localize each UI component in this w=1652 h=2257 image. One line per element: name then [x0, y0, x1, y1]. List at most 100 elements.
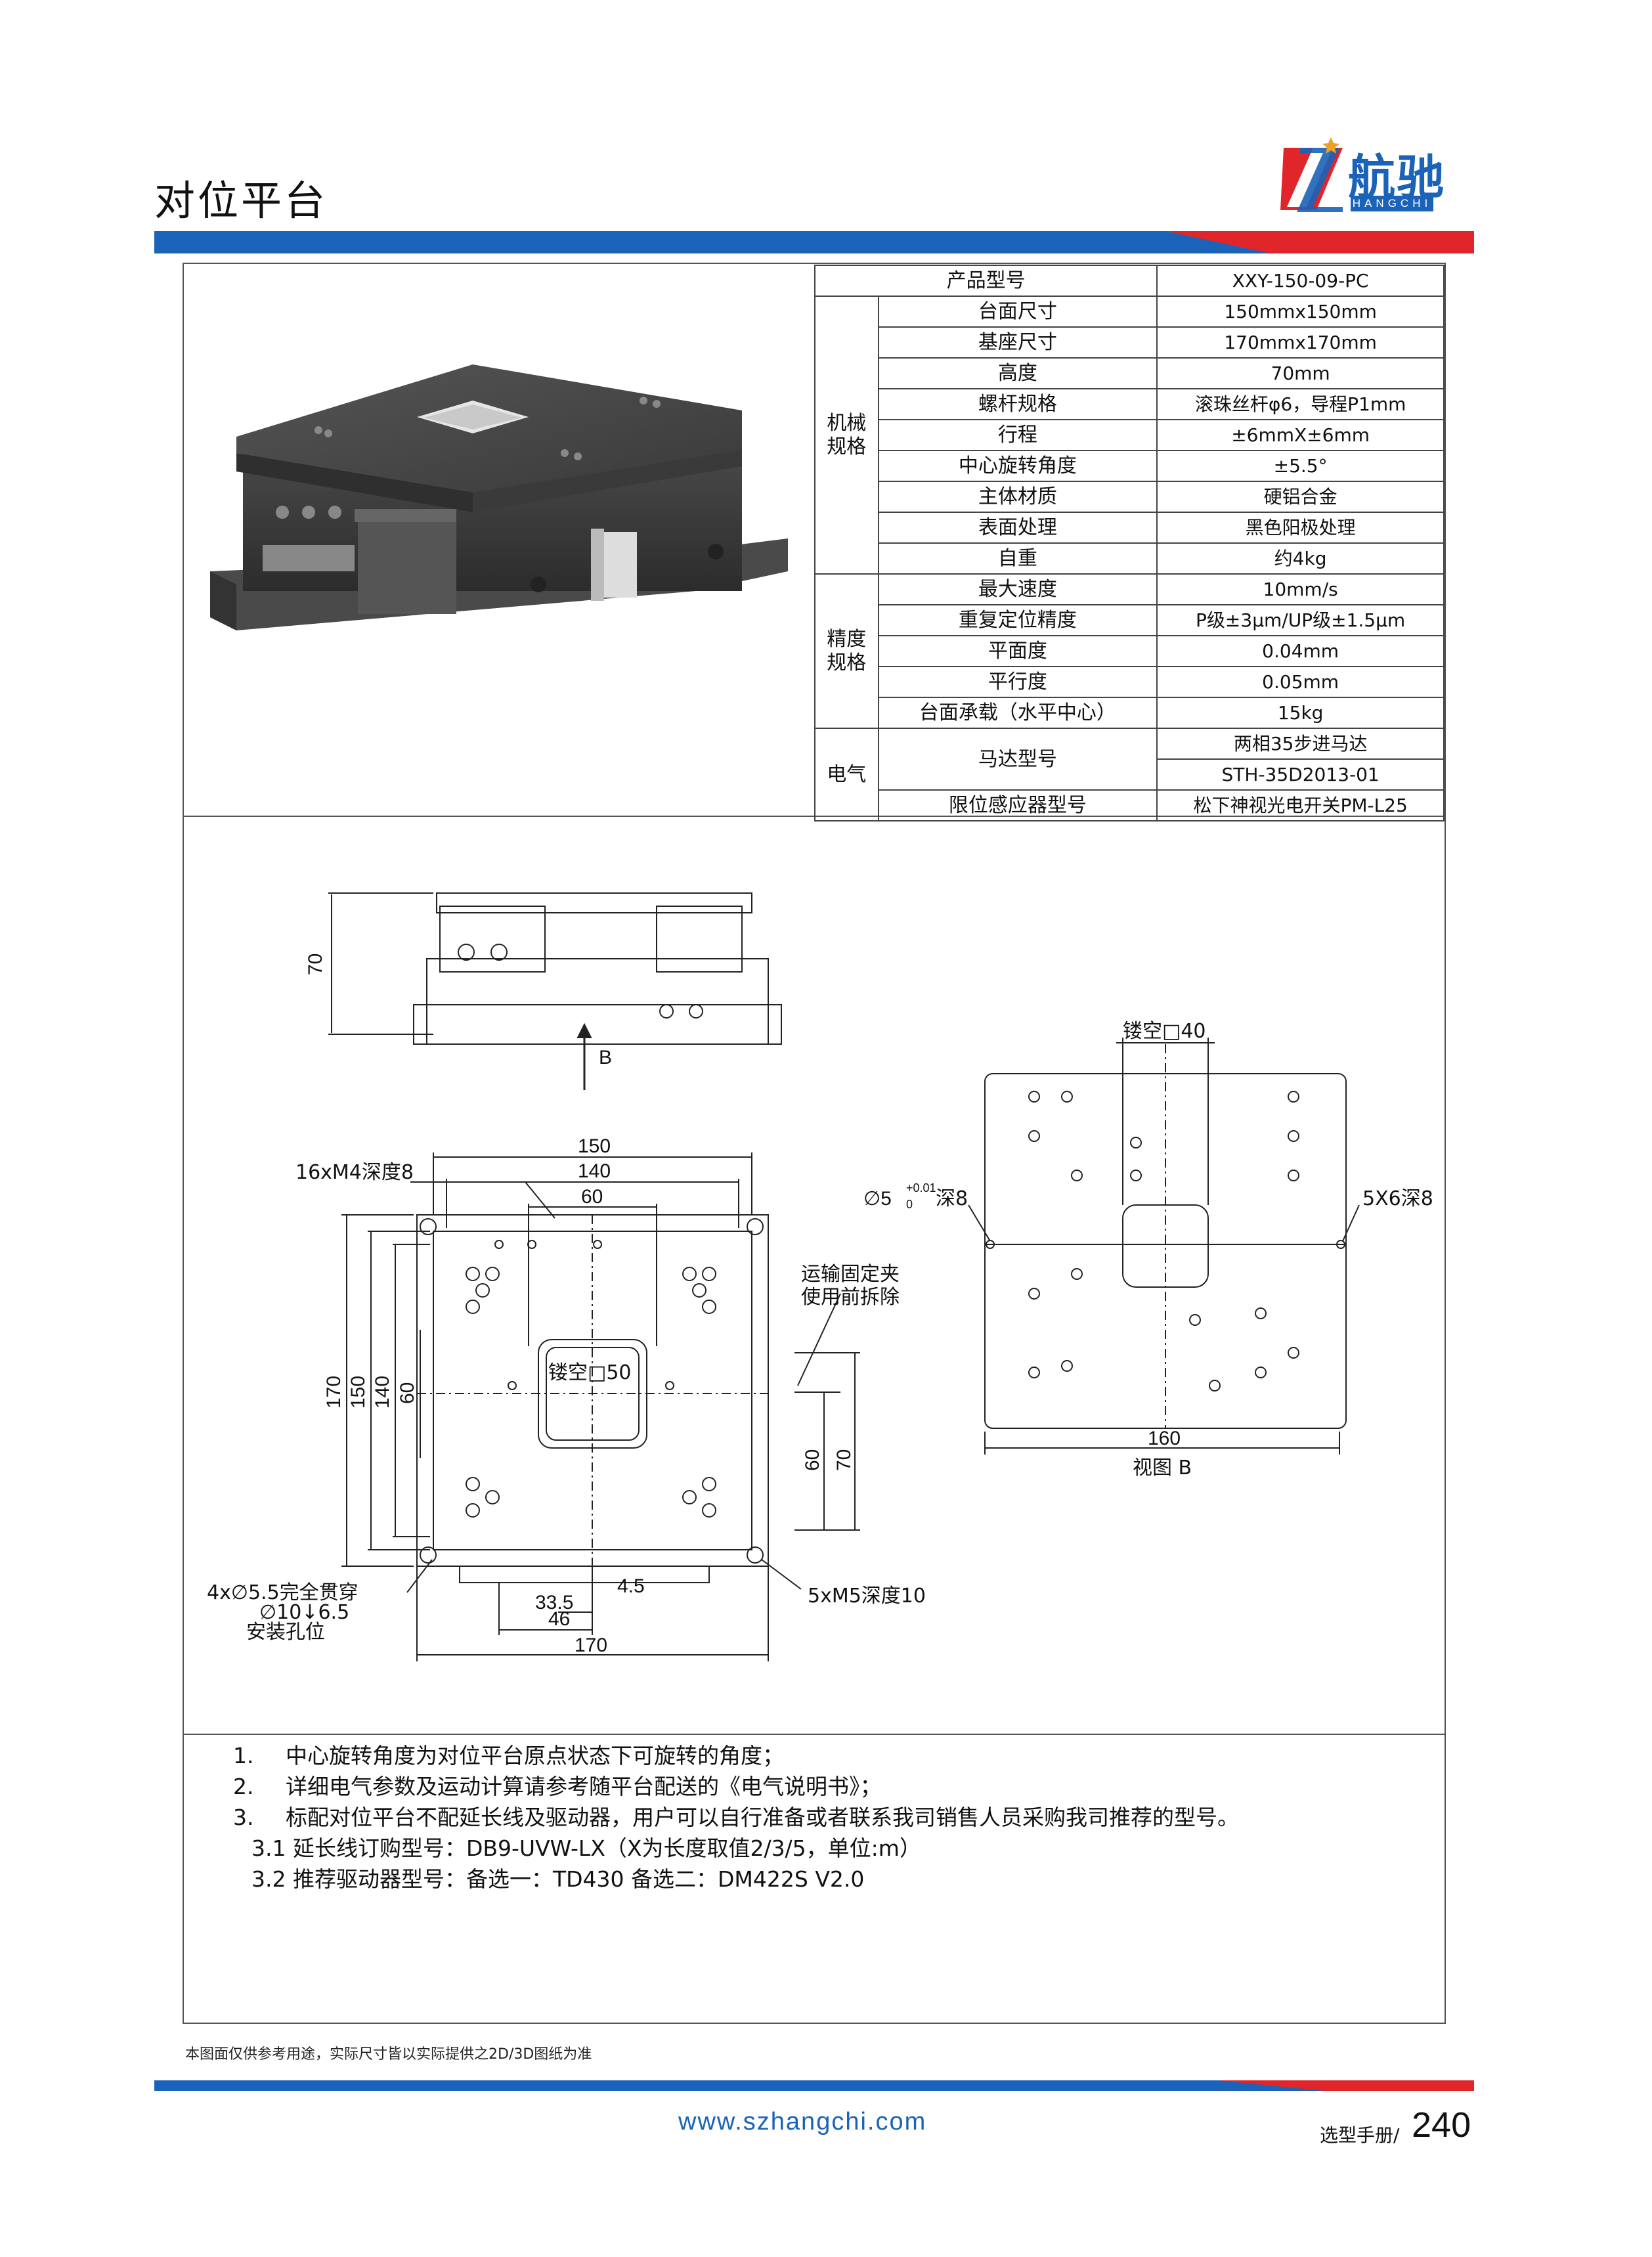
- spec-value: 150mmx150mm: [1156, 296, 1445, 328]
- spec-value: 黑色阳极处理: [1156, 512, 1445, 544]
- note-text: 标配对位平台不配延长线及驱动器，用户可以自行准备或者联系我司销售人员采购我司推荐…: [286, 1805, 1239, 1830]
- spec-param: 最大速度: [877, 573, 1158, 605]
- spec-param: 马达型号: [877, 728, 1158, 791]
- note-number: 1.: [233, 1743, 254, 1768]
- header-color-band: [154, 231, 1474, 253]
- pin-hole-tol-zero: 0: [906, 1198, 913, 1211]
- view-b-hollow-label: 镂空□40: [1123, 1020, 1206, 1043]
- subnote-item: 3.2 推荐驱动器型号：备选一：TD430 备选二：DM422S V2.0: [251, 1866, 865, 1892]
- spec-group-precision: 精度 规格: [814, 573, 879, 729]
- dim-170-vertical: 170: [323, 1376, 345, 1409]
- page-number: 240: [1412, 2105, 1471, 2145]
- page-title: 对位平台: [154, 177, 328, 225]
- spec-param: 高度: [877, 357, 1158, 389]
- note-number: 2.: [233, 1774, 254, 1799]
- dim-140-top: 140: [578, 1160, 611, 1182]
- note-text: 详细电气参数及运动计算请参考随平台配送的《电气说明书》；: [286, 1774, 882, 1799]
- divider-notes: [184, 1734, 1445, 1735]
- spec-value: 松下神视光电开关PM-L25: [1156, 789, 1445, 822]
- dim-60-top: 60: [581, 1186, 603, 1208]
- dim-33-5: 33.5: [535, 1592, 573, 1613]
- mount-hole-label-1: 4x∅5.5完全贯穿: [207, 1581, 359, 1604]
- divider-top: [184, 816, 1445, 817]
- spec-value: 0.04mm: [1156, 635, 1445, 667]
- spec-param: 基座尺寸: [877, 326, 1158, 359]
- dim-70: 70: [305, 953, 326, 975]
- pin-hole-tol-plus: +0.01: [906, 1181, 936, 1194]
- view-b: [968, 1038, 1360, 1455]
- mount-hole-label-3: 安装孔位: [246, 1621, 325, 1644]
- spec-param: 主体材质: [877, 481, 1158, 513]
- dim-150-top: 150: [578, 1135, 611, 1157]
- spec-param: 平面度: [877, 635, 1158, 667]
- product-render: [210, 364, 788, 630]
- dim-140-vertical: 140: [372, 1376, 393, 1409]
- clip-note-line1: 运输固定夹: [801, 1263, 900, 1286]
- spec-param: 表面处理: [877, 512, 1158, 544]
- dim-70-right: 70: [833, 1449, 855, 1471]
- spec-param: 行程: [877, 419, 1158, 451]
- spec-value: 硬铝合金: [1156, 481, 1445, 513]
- hangchi-logo-icon: [1280, 137, 1343, 212]
- pin-hole-dia: ∅5: [863, 1188, 892, 1210]
- spec-param: 限位感应器型号: [877, 789, 1158, 822]
- spec-value: 0.05mm: [1156, 666, 1445, 698]
- website-link[interactable]: www.szhangchi.com: [678, 2108, 927, 2136]
- clip-note-line2: 使用前拆除: [801, 1286, 900, 1309]
- note-number: 3.: [233, 1805, 254, 1830]
- spec-param: 螺杆规格: [877, 388, 1158, 420]
- note-item: 2. 详细电气参数及运动计算请参考随平台配送的《电气说明书》；: [233, 1771, 1239, 1802]
- note-item: 3. 标配对位平台不配延长线及驱动器，用户可以自行准备或者联系我司销售人员采购我司…: [233, 1802, 1239, 1833]
- spec-param: 平行度: [877, 666, 1158, 698]
- dim-46: 46: [548, 1608, 570, 1630]
- content-frame: [183, 263, 1446, 2024]
- dim-160: 160: [1148, 1428, 1181, 1449]
- note-item: 1. 中心旋转角度为对位平台原点状态下可旋转的角度；: [233, 1740, 1239, 1771]
- spec-value: ±5.5°: [1156, 450, 1445, 482]
- spec-value: 170mmx170mm: [1156, 326, 1445, 359]
- spec-param: 台面承载（水平中心）: [877, 697, 1158, 729]
- spec-value: 滚珠丝杆φ6，导程P1mm: [1156, 388, 1445, 420]
- note-text: 中心旋转角度为对位平台原点状态下可旋转的角度；: [286, 1743, 784, 1768]
- spec-value: 约4kg: [1156, 542, 1445, 575]
- page-label: 选型手册/: [1320, 2124, 1400, 2146]
- spec-value: ±6mmX±6mm: [1156, 419, 1445, 451]
- pin-hole-depth: 深8: [936, 1187, 968, 1210]
- notes-section: 1. 中心旋转角度为对位平台原点状态下可旋转的角度； 2. 详细电气参数及运动计算请…: [233, 1740, 1239, 1895]
- dim-60-right: 60: [802, 1449, 823, 1471]
- spec-value: STH-35D2013-01: [1156, 758, 1445, 791]
- disclaimer-text: 本图面仅供参考用途，实际尺寸皆以实际提供之2D/3D图纸为准: [185, 2046, 592, 2063]
- spec-header-label: 产品型号: [814, 265, 1158, 297]
- technical-drawing: 70 B: [207, 892, 1433, 1661]
- hollow-center-label: 镂空□50: [548, 1361, 632, 1384]
- spec-table: 产品型号 XXY-150-09-PC 机械 规格 台面尺寸 150mmx150m…: [814, 265, 1445, 822]
- spec-value: 70mm: [1156, 357, 1445, 389]
- spec-header-value: XXY-150-09-PC: [1156, 265, 1445, 297]
- spec-param: 中心旋转角度: [877, 450, 1158, 482]
- tap-hole-label: 16xM4深度8: [295, 1161, 414, 1184]
- arrow-b-label: B: [599, 1047, 612, 1068]
- spec-header-row: 产品型号 XXY-150-09-PC: [814, 265, 1445, 297]
- dim-4-5: 4.5: [617, 1575, 645, 1597]
- dim-60-vertical: 60: [397, 1382, 418, 1404]
- spec-value: P级±3μm/UP级±1.5μm: [1156, 604, 1445, 636]
- spec-value: 15kg: [1156, 697, 1445, 729]
- subnote-item: 3.1 延长线订购型号：DB9-UVW-LX（X为长度取值2/3/5，单位:m）: [251, 1835, 921, 1861]
- mount-hole-label-2: ∅10↓6.5: [259, 1601, 349, 1624]
- side-view: [328, 892, 782, 1090]
- view-b-label: 视图 B: [1133, 1457, 1192, 1479]
- brand-logo: 航驰 HANGCHI: [1277, 135, 1474, 220]
- spec-param: 台面尺寸: [877, 296, 1158, 328]
- spec-param: 自重: [877, 542, 1158, 575]
- side-hole-label: 5X6深8: [1362, 1187, 1433, 1210]
- spec-param: 重复定位精度: [877, 604, 1158, 636]
- footer-color-band: [154, 2080, 1474, 2091]
- m5-hole-label: 5xM5深度10: [808, 1585, 926, 1608]
- brand-name-en: HANGCHI: [1351, 196, 1433, 211]
- dim-170-bottom: 170: [575, 1634, 607, 1656]
- spec-group-electrical: 电气: [814, 728, 879, 822]
- spec-group-mechanical: 机械 规格: [814, 296, 879, 575]
- spec-value: 10mm/s: [1156, 573, 1445, 605]
- top-view: [341, 1152, 860, 1661]
- dim-150-vertical: 150: [347, 1376, 369, 1409]
